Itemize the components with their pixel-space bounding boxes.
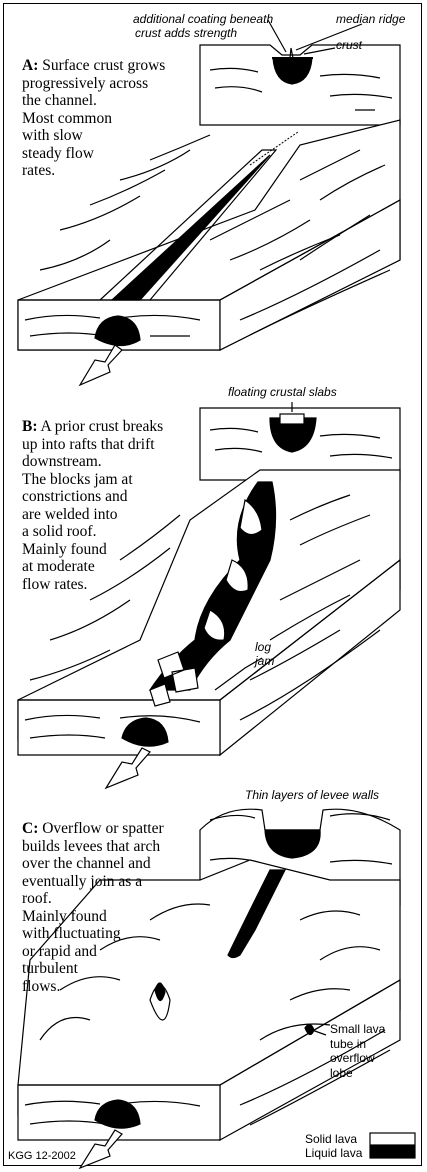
legend-solid-label: Solid lava [305,1132,357,1146]
legend-liquid-label: Liquid lava [305,1146,362,1160]
panel-b-letter: B: [22,418,38,435]
label-median-ridge: median ridge [336,12,405,26]
panel-b-description: B: A prior crust breaks up into rafts th… [22,418,163,593]
label-small-lava-tube: Small lava tube in overflow lobe [330,1022,385,1080]
label-crust: crust [336,38,362,52]
legend-solid-swatch [370,1133,415,1145]
label-log-jam: log jam [255,640,274,668]
label-levee-walls: Thin layers of levee walls [245,788,379,802]
label-additional-coating: additional coating beneath crust adds st… [133,12,273,40]
label-floating-crustal-slabs: floating crustal slabs [228,385,337,399]
legend-liquid-swatch [370,1146,415,1158]
panel-c-letter: C: [22,820,38,837]
panel-c-description: C: Overflow or spatter builds levees tha… [22,820,164,995]
credit-text: KGG 12-2002 [8,1150,76,1162]
panel-a-letter: A: [22,57,38,74]
panel-a-description: A: Surface crust grows progressively acr… [22,57,165,180]
